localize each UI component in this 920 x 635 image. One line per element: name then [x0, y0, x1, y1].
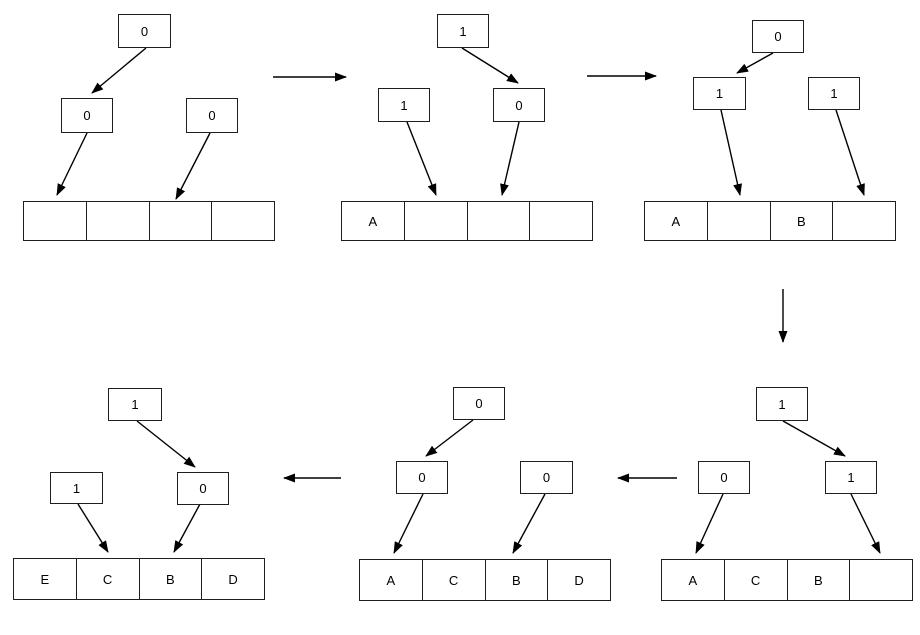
- edge-arrow: [425, 419, 474, 457]
- edge-arrow: [461, 47, 519, 84]
- edge-arrow: [736, 52, 774, 74]
- edge-arrow: [500, 121, 520, 196]
- edge-arrow: [173, 503, 201, 553]
- edge-arrow: [56, 132, 88, 196]
- edge-arrow: [136, 420, 196, 468]
- edge-arrow: [835, 109, 865, 196]
- edge-arrow: [695, 493, 724, 554]
- edge-arrow: [850, 493, 881, 554]
- edge-arrow: [77, 503, 109, 553]
- edge-arrow: [406, 121, 437, 196]
- edge-arrow: [512, 493, 546, 554]
- edge-arrow: [782, 420, 846, 457]
- edge-arrow: [720, 109, 742, 196]
- edge-arrow: [393, 493, 424, 554]
- edge-arrow: [91, 47, 147, 94]
- edge-arrow: [175, 132, 211, 200]
